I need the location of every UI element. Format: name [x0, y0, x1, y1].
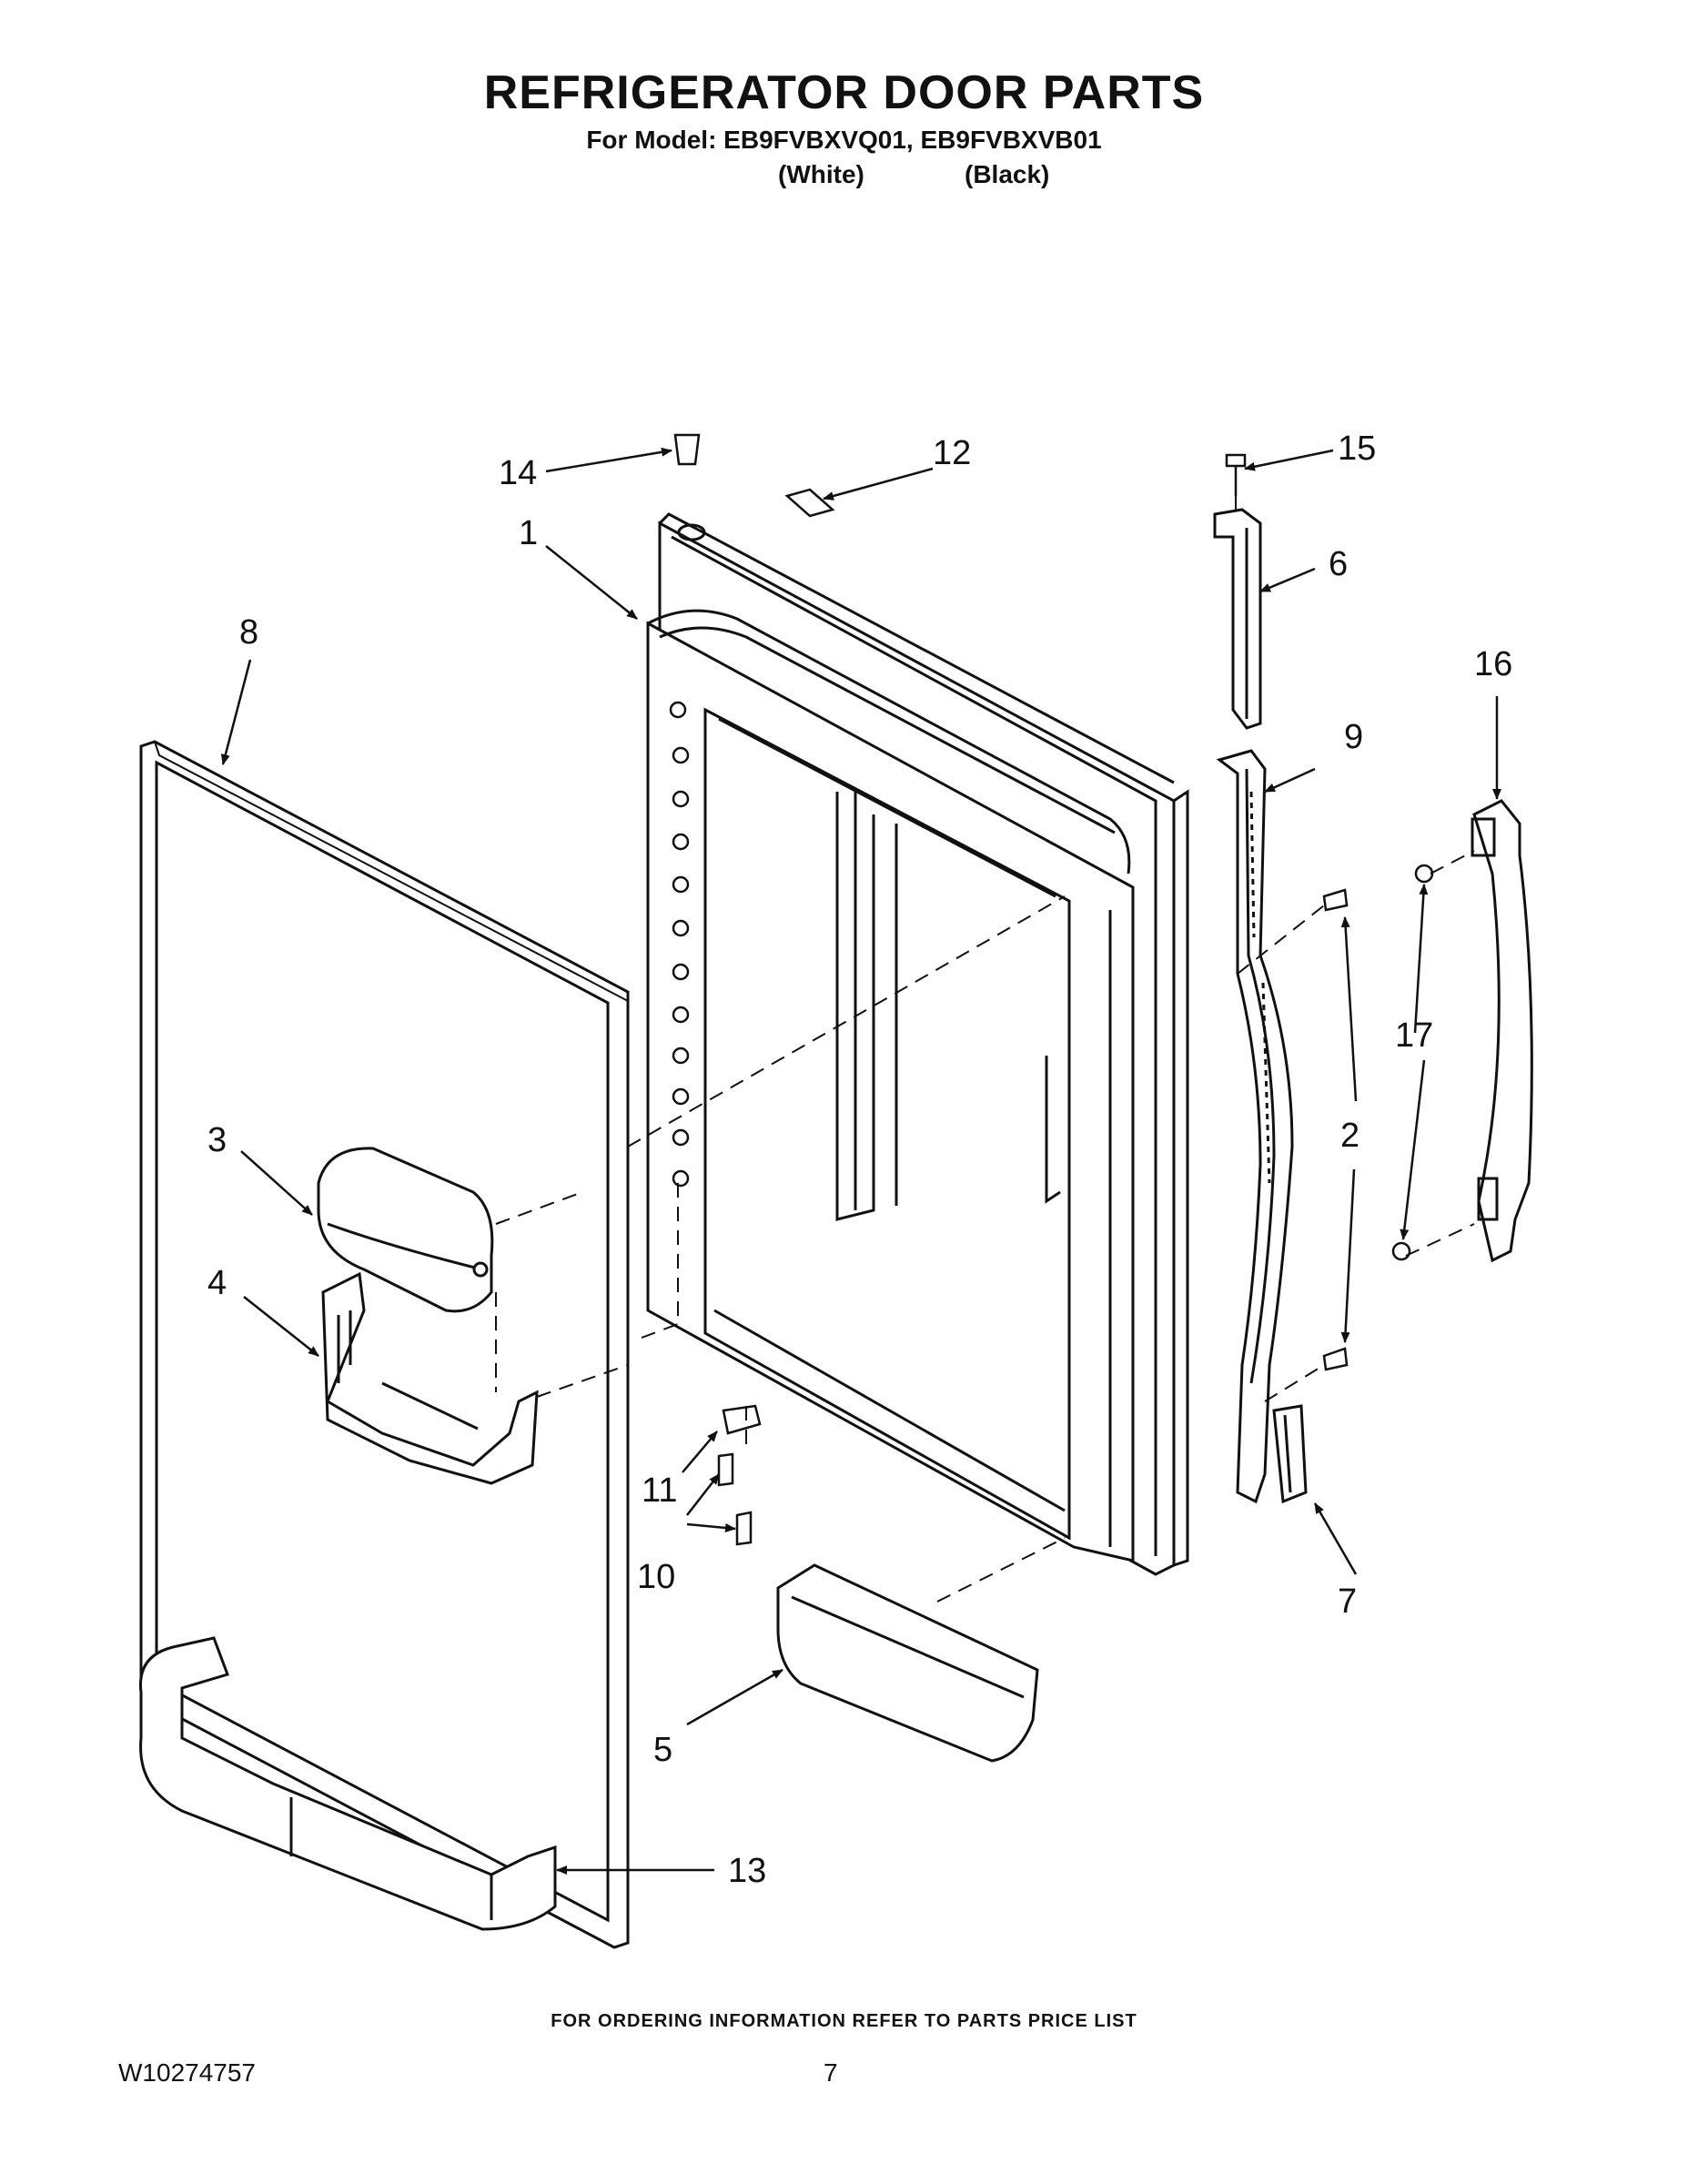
callout-3: 3 — [207, 1121, 227, 1159]
callout-9: 9 — [1344, 718, 1363, 756]
ordering-note: FOR ORDERING INFORMATION REFER TO PARTS … — [551, 2011, 1137, 2031]
door-liner-assembly — [646, 512, 1189, 1576]
callout-17: 17 — [1395, 1016, 1433, 1055]
door-shelf-clips — [669, 701, 690, 1188]
callout-11: 11 — [642, 1471, 677, 1510]
dispenser-tray — [321, 1271, 539, 1485]
callout-2: 2 — [1340, 1117, 1359, 1155]
callout-15: 15 — [1338, 430, 1376, 468]
door-outer-panel — [139, 740, 630, 1949]
color-white-label: (White) — [778, 160, 864, 188]
callout-10: 10 — [637, 1558, 675, 1596]
callout-13: 13 — [728, 1852, 766, 1890]
fasteners — [673, 433, 1434, 1546]
callout-8: 8 — [239, 613, 258, 652]
handle-trim — [1216, 749, 1294, 1504]
door-handle — [1471, 799, 1533, 1263]
handle-bracket-lower — [1272, 1404, 1308, 1504]
page-title: REFRIGERATOR DOOR PARTS — [483, 66, 1205, 119]
model-line: For Model: EB9FVBXVQ01, EB9FVBXVB01 — [586, 126, 1102, 154]
dispenser-cover — [317, 1147, 494, 1313]
callout-4: 4 — [207, 1264, 227, 1302]
document-number: W10274757 — [118, 2058, 257, 2087]
callout-6: 6 — [1329, 545, 1348, 583]
callout-16: 16 — [1474, 645, 1512, 683]
callout-7: 7 — [1338, 1582, 1357, 1621]
callout-1: 1 — [519, 514, 538, 552]
callout-14: 14 — [499, 454, 537, 492]
leader-arrows — [220, 447, 1501, 1875]
callout-12: 12 — [933, 434, 971, 472]
door-bin-small — [776, 1563, 1039, 1763]
handle-bracket-upper — [1213, 508, 1262, 730]
door-bin-large — [138, 1636, 557, 1931]
alignment-lines — [495, 496, 1475, 1603]
callout-5: 5 — [653, 1731, 672, 1769]
page-number: 7 — [824, 2058, 838, 2087]
color-black-label: (Black) — [965, 160, 1050, 188]
